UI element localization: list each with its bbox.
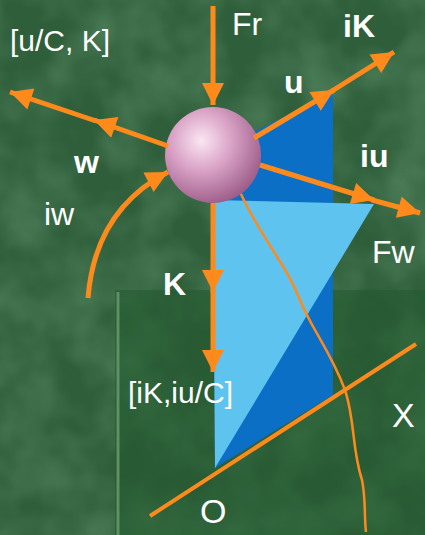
vector-arrow bbox=[10, 92, 96, 121]
axis-ox bbox=[150, 344, 416, 516]
vector-label: u bbox=[284, 66, 304, 98]
vector-label: w bbox=[74, 146, 99, 178]
sphere bbox=[165, 107, 261, 203]
vector-label: iK bbox=[343, 10, 375, 42]
light-plane bbox=[213, 200, 374, 468]
force-label: Fw bbox=[372, 236, 415, 268]
trajectory bbox=[240, 192, 366, 532]
force-arrow bbox=[372, 200, 420, 213]
origin-label: O bbox=[200, 494, 226, 528]
vector-label: [u/C, K] bbox=[10, 26, 110, 56]
force-label: Fr bbox=[232, 8, 262, 40]
vector-label: [iK,iu/C] bbox=[128, 378, 233, 408]
vector-arrow bbox=[260, 165, 374, 200]
vector-arrow bbox=[211, 203, 216, 292]
vector-label: K bbox=[163, 268, 186, 300]
vector-arrow bbox=[332, 52, 394, 91]
panel-edge bbox=[117, 292, 120, 535]
force-arrow bbox=[211, 6, 216, 105]
vector-arrow bbox=[211, 290, 216, 372]
vector-arrow bbox=[88, 172, 168, 298]
vector-arrow bbox=[94, 120, 168, 146]
axis-label: X bbox=[392, 398, 415, 432]
vector-label: iw bbox=[44, 198, 74, 230]
vector-label: iu bbox=[360, 140, 388, 172]
